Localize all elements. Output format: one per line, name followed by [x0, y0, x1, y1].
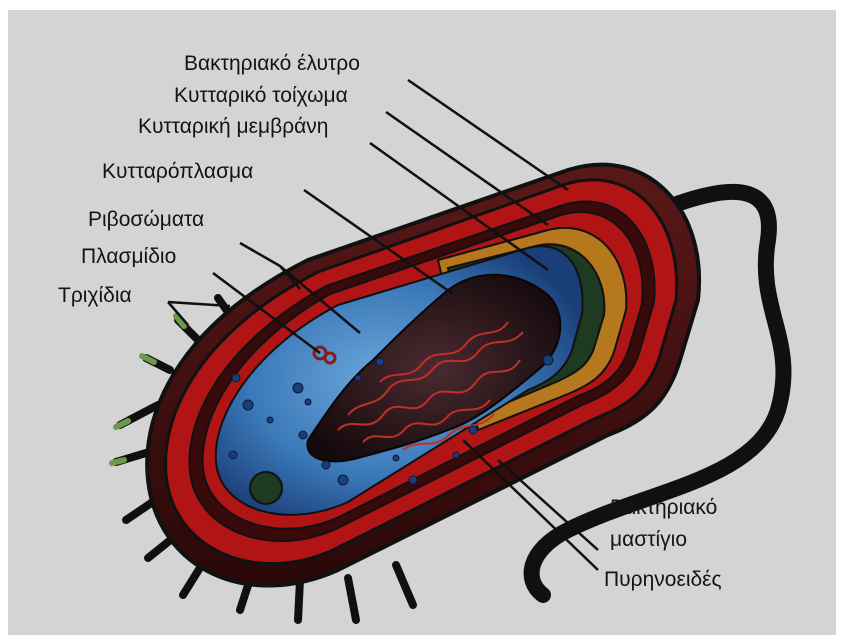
label-flagellum-line1: Βακτηριακό: [610, 496, 717, 520]
inclusion-granule: [250, 472, 282, 504]
label-capsule: Βακτηριακό έλυτρο: [184, 52, 360, 76]
label-cytoplasm: Κυτταρόπλασμα: [102, 160, 253, 184]
label-pili: Τριχίδια: [58, 284, 132, 308]
label-flagellum-line2: μαστίγιο: [610, 528, 687, 552]
label-nucleoid: Πυρηνοειδές: [604, 568, 722, 592]
diagram-panel: Βακτηριακό έλυτρο Κυτταρικό τοίχωμα Κυττ…: [8, 10, 836, 635]
bacterium-illustration: [8, 10, 836, 635]
label-cell-membrane: Κυτταρική μεμβράνη: [138, 115, 328, 139]
label-cell-wall: Κυτταρικό τοίχωμα: [174, 84, 348, 108]
label-plasmid: Πλασμίδιο: [81, 245, 176, 269]
label-ribosomes: Ριβοσώματα: [88, 208, 204, 232]
